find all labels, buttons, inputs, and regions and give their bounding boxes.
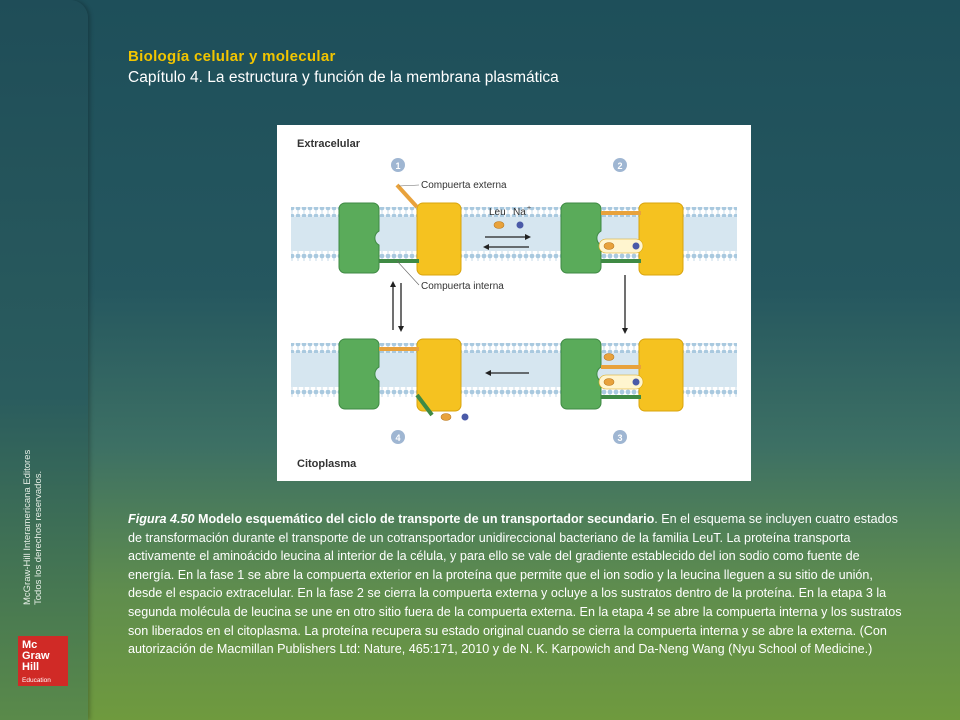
step-number: 1	[395, 161, 400, 171]
label-cytoplasm: Citoplasma	[297, 458, 357, 470]
label-outer-gate: Compuerta externa	[421, 180, 507, 191]
mcgraw-hill-logo: Mc Graw Hill Education	[18, 636, 68, 686]
label-sodium-charge: +	[527, 205, 531, 212]
transport-cycle-diagram: Extracelular Citoplasma 1 2 3 4 Compuert…	[291, 138, 737, 470]
leucine-molecule	[493, 221, 505, 229]
step-number: 4	[395, 433, 400, 443]
step-badge-4: 4	[391, 430, 405, 444]
logo-line: Hill	[22, 661, 40, 673]
figure-description: . En el esquema se incluyen cuatro estad…	[128, 512, 902, 657]
logo-line: Mc	[22, 639, 38, 651]
inner-gate-open	[415, 393, 434, 417]
copyright-notice: McGraw-Hill Interamericana Editores Todo…	[22, 410, 44, 610]
transporter-state-2	[560, 202, 684, 276]
publisher-text: McGraw-Hill Interamericana Editores	[22, 449, 33, 605]
transport-cycle-figure: Extracelular Citoplasma 1 2 3 4 Compuert…	[277, 125, 751, 481]
step-badge-1: 1	[391, 158, 405, 172]
step-badge-2: 2	[613, 158, 627, 172]
label-inner-gate: Compuerta interna	[421, 281, 504, 292]
figure-title: Modelo esquemático del ciclo de transpor…	[198, 512, 655, 526]
figure-number: Figura 4.50	[128, 512, 195, 526]
label-extracellular: Extracelular	[297, 138, 361, 150]
slide-subtitle: Capítulo 4. La estructura y función de l…	[128, 69, 559, 86]
step-number: 3	[617, 433, 622, 443]
logo-line: Education	[22, 677, 51, 684]
figure-caption: Figura 4.50 Modelo esquemático del ciclo…	[128, 510, 908, 659]
transporter-state-1	[338, 183, 462, 276]
slide-title: Biología celular y molecular	[128, 48, 336, 65]
sidebar: McGraw-Hill Interamericana Editores Todo…	[0, 0, 88, 720]
logo-line: Graw	[22, 650, 50, 662]
transporter-state-4	[338, 338, 469, 421]
transporter-state-3	[560, 338, 684, 412]
cycle-arrows	[390, 234, 628, 376]
label-leucine: Leu	[489, 207, 506, 218]
outer-gate-open	[395, 183, 419, 209]
label-sodium: Na	[513, 207, 526, 218]
outer-gate-closed	[601, 211, 641, 215]
step-number: 2	[617, 161, 622, 171]
sodium-ion	[516, 221, 524, 229]
step-badge-3: 3	[613, 430, 627, 444]
rights-text: Todos los derechos reservados.	[33, 470, 44, 605]
